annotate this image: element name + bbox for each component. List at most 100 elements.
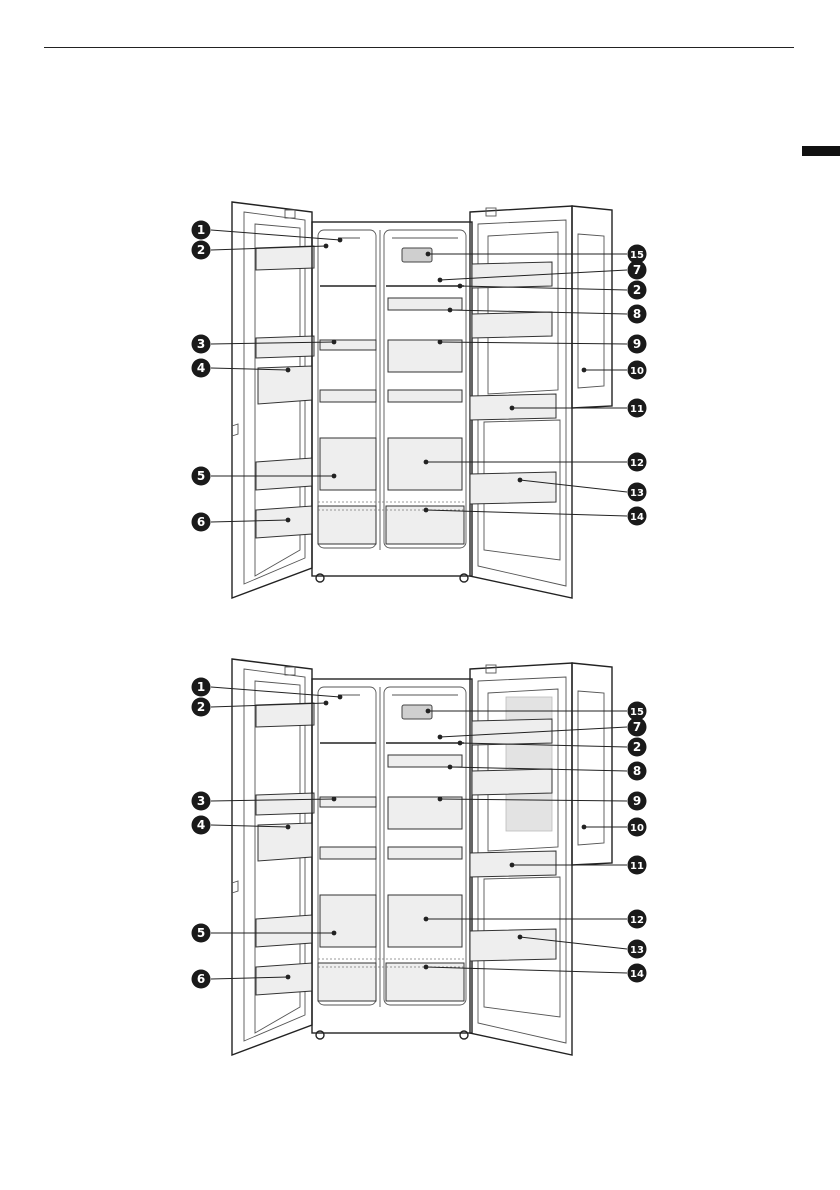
callout-anchor [286, 825, 291, 830]
header-rule [44, 47, 794, 48]
callout-number: 8 [633, 764, 641, 778]
callout-anchor [582, 368, 587, 373]
left-door-handle [232, 881, 238, 893]
callout-number: 4 [197, 818, 205, 832]
section-tab [802, 146, 840, 156]
door-bin-mid [256, 915, 312, 947]
freezer-shelf-3 [320, 847, 376, 859]
foot-left [316, 574, 324, 582]
callout-anchor [510, 406, 515, 411]
freezer-drawer-1 [320, 438, 376, 490]
freezer-shelf-2 [320, 340, 376, 350]
callout-anchor [332, 474, 337, 479]
callout-anchor [448, 308, 453, 313]
right-bin-4 [470, 472, 556, 504]
right-bin-2 [472, 312, 552, 338]
callout-anchor [286, 518, 291, 523]
freezer-compartment [318, 687, 376, 1005]
callout-number: 7 [633, 720, 641, 734]
door-bin-low [256, 963, 312, 995]
freezer-shelf-3 [320, 390, 376, 402]
callout-number: 2 [633, 740, 641, 754]
callout-leader [440, 342, 627, 344]
left-door-hinge [285, 667, 295, 675]
callout-number: 3 [197, 794, 205, 808]
callout-number: 6 [197, 515, 205, 529]
callout-number: 12 [630, 458, 644, 469]
callout-anchor [332, 931, 337, 936]
callout-anchor [324, 244, 329, 249]
right-bin-4 [470, 929, 556, 961]
door-bin-upper [256, 336, 314, 358]
door-bin-mid [256, 458, 312, 490]
callout-number: 13 [630, 945, 644, 956]
door-bin-top [256, 703, 314, 727]
callout-number: 11 [630, 404, 644, 415]
fridge-compartment [384, 230, 466, 548]
callout-anchor [332, 797, 337, 802]
callout-number: 10 [630, 366, 644, 377]
callout-anchor [338, 238, 343, 243]
fridge-illustration-2: 1234561572891011121314 [0, 647, 840, 1097]
callout-anchor [458, 741, 463, 746]
callout-anchor [582, 825, 587, 830]
callout-anchor [458, 284, 463, 289]
right-door-edge-inner [578, 691, 604, 845]
right-door-hinge [486, 208, 496, 216]
callout-anchor [518, 935, 523, 940]
callout-number: 5 [197, 469, 205, 483]
right-door-hinge [486, 665, 496, 673]
door-bin-upper [256, 793, 314, 815]
callout-number: 2 [197, 700, 205, 714]
freezer-drawer-1 [320, 895, 376, 947]
callout-anchor [438, 278, 443, 283]
door-panel-shade [506, 697, 552, 831]
callout-anchor [448, 765, 453, 770]
door-bin-low [256, 506, 312, 538]
callout-anchor [426, 709, 431, 714]
freezer-compartment [318, 230, 376, 548]
callout-number: 10 [630, 823, 644, 834]
door-bin-ice [258, 366, 312, 404]
foot-left [316, 1031, 324, 1039]
right-bin-2 [472, 769, 552, 795]
fridge-shelf-2 [388, 797, 462, 829]
callout-number: 7 [633, 263, 641, 277]
callout-anchor [438, 340, 443, 345]
callout-anchor [510, 863, 515, 868]
door-bin-top [256, 246, 314, 270]
right-door-edge-inner [578, 234, 604, 388]
callout-number: 15 [630, 250, 644, 261]
callout-anchor [518, 478, 523, 483]
callout-number: 15 [630, 707, 644, 718]
callout-number: 5 [197, 926, 205, 940]
fridge-drawing [232, 202, 612, 598]
callout-number: 4 [197, 361, 205, 375]
callout-number: 8 [633, 307, 641, 321]
callout-anchor [332, 340, 337, 345]
foot-right [460, 574, 468, 582]
callout-anchor [438, 735, 443, 740]
callout-number: 1 [197, 223, 205, 237]
freezer-drawer-2 [318, 963, 376, 1001]
fridge-shelf-2 [388, 340, 462, 372]
fridge-compartment [384, 687, 466, 1005]
callout-number: 3 [197, 337, 205, 351]
callout-number: 14 [630, 512, 644, 523]
callout-anchor [338, 695, 343, 700]
fridge-diagram-2: 1234561572891011121314 [0, 647, 840, 1097]
freezer-drawer-2 [318, 506, 376, 544]
callout-number: 14 [630, 969, 644, 980]
left-door-hinge [285, 210, 295, 218]
callout-anchor [424, 508, 429, 513]
callout-number: 2 [197, 243, 205, 257]
callout-number: 13 [630, 488, 644, 499]
callout-anchor [324, 701, 329, 706]
callout-number: 6 [197, 972, 205, 986]
fridge-shelf-3 [388, 847, 462, 859]
callout-anchor [438, 797, 443, 802]
fridge-drawing [232, 659, 612, 1055]
left-door-handle [232, 424, 238, 436]
